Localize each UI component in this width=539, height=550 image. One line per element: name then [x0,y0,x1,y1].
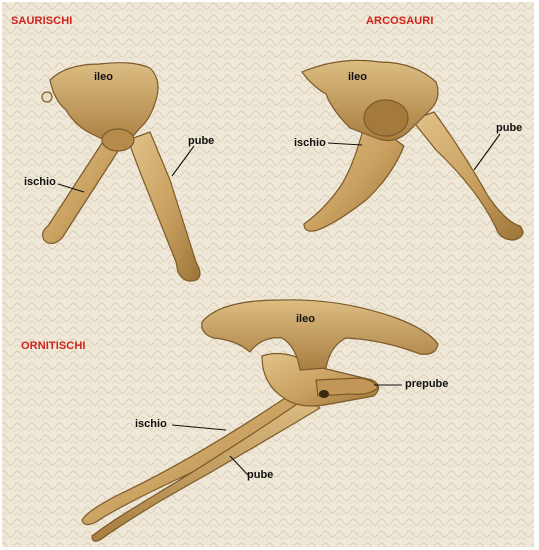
label-arcosauri-pube: pube [496,122,522,134]
arcosauri-acetabulum [364,100,408,136]
group-title-ornitischi: ORNITISCHI [21,340,86,352]
label-arcosauri-ileo: ileo [348,71,367,83]
label-ornitischi-pube: pube [247,469,273,481]
label-saurischi-ischio: ischio [24,176,56,188]
label-ornitischi-ischio: ischio [135,418,167,430]
label-ornitischi-prepube: prepube [405,378,448,390]
label-saurischi-ileo: ileo [94,71,113,83]
group-title-saurischi: SAURISCHI [11,15,72,27]
label-arcosauri-ischio: ischio [294,137,326,149]
label-saurischi-pube: pube [188,135,214,147]
group-title-arcosauri: ARCOSAURI [366,15,434,27]
label-ornitischi-ileo: ileo [296,313,315,325]
saurischi-joint [102,129,134,151]
